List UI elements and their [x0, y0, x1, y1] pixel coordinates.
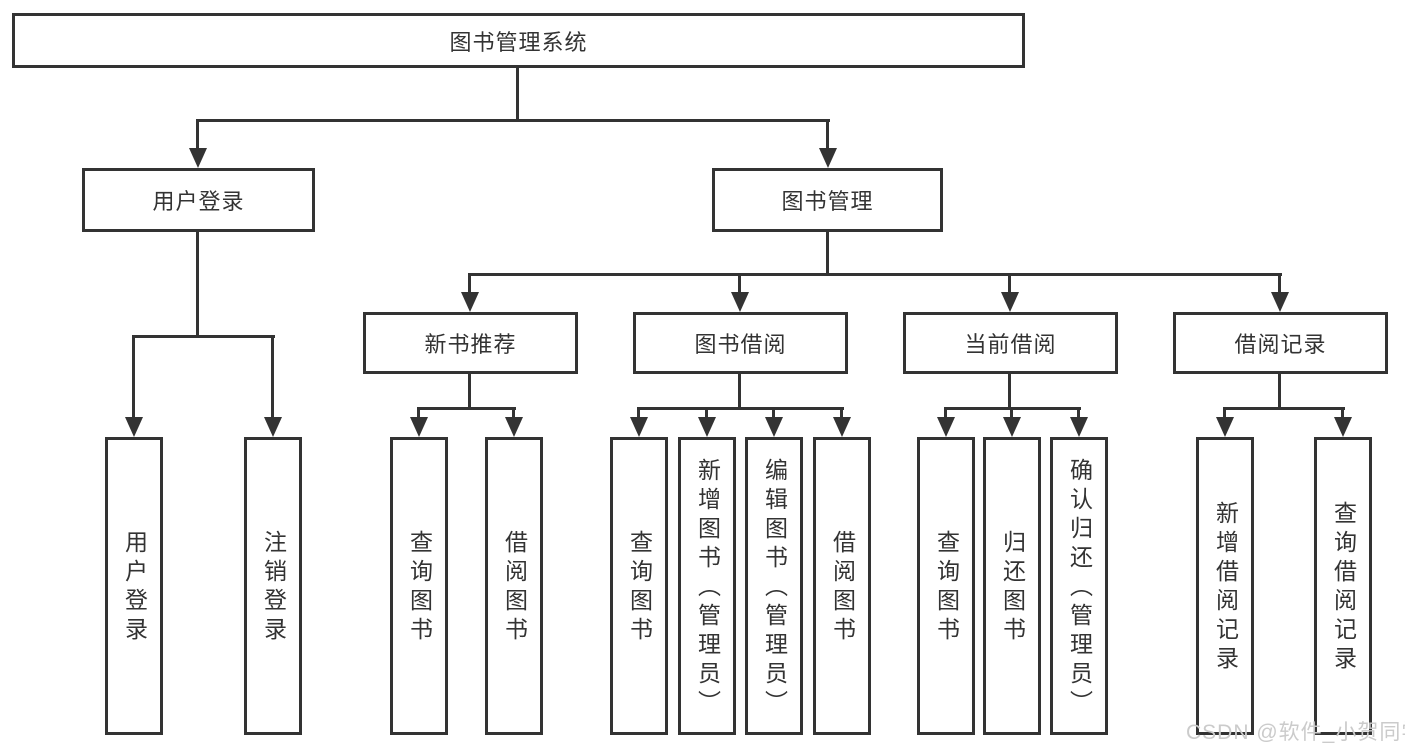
- connector-splitter-line: [417, 407, 516, 410]
- node-current-borrowing: 当前借阅: [903, 312, 1118, 374]
- arrow-down-icon: [698, 417, 716, 437]
- arrow-down-icon: [410, 417, 428, 437]
- connector-parent-line: [196, 231, 199, 338]
- node-book-management-branch: 图书管理: [712, 168, 943, 232]
- connector-child-line: [512, 407, 515, 417]
- connector-child-line: [944, 407, 947, 417]
- csdn-watermark: CSDN @软件_小贺同学: [1186, 721, 1405, 744]
- arrow-down-icon: [1334, 417, 1352, 437]
- connector-parent-line: [738, 373, 741, 410]
- node-leaf-add-books-admin: 新增图书（管理员）: [678, 437, 736, 735]
- arrow-down-icon: [505, 417, 523, 437]
- connector-splitter-line: [637, 407, 844, 410]
- connector-child-line: [196, 119, 199, 148]
- arrow-down-icon: [819, 148, 837, 168]
- node-leaf-return-books: 归还图书: [983, 437, 1041, 735]
- connector-child-line: [271, 335, 274, 417]
- connector-child-line: [1223, 407, 1226, 417]
- connector-child-line: [1077, 407, 1080, 417]
- node-new-book-recommendation: 新书推荐: [363, 312, 578, 374]
- node-leaf-query-books-recommend: 查询图书: [390, 437, 448, 735]
- arrow-down-icon: [937, 417, 955, 437]
- node-leaf-confirm-return-admin: 确认归还（管理员）: [1050, 437, 1108, 735]
- connector-splitter-line: [468, 273, 1282, 276]
- connector-child-line: [417, 407, 420, 417]
- node-leaf-add-borrow-record: 新增借阅记录: [1196, 437, 1254, 735]
- arrow-down-icon: [765, 417, 783, 437]
- connector-child-line: [840, 407, 843, 417]
- node-leaf-logout: 注销登录: [244, 437, 302, 735]
- connector-splitter-line: [132, 335, 275, 338]
- arrow-down-icon: [461, 292, 479, 312]
- arrow-down-icon: [189, 148, 207, 168]
- node-leaf-edit-books-admin: 编辑图书（管理员）: [745, 437, 803, 735]
- connector-parent-line: [1008, 373, 1011, 410]
- node-book-borrowing: 图书借阅: [633, 312, 848, 374]
- connector-child-line: [637, 407, 640, 417]
- node-leaf-user-login: 用户登录: [105, 437, 163, 735]
- connector-parent-line: [516, 67, 519, 122]
- node-borrowing-records: 借阅记录: [1173, 312, 1388, 374]
- connector-child-line: [1278, 273, 1281, 292]
- connector-child-line: [1008, 273, 1011, 292]
- connector-child-line: [705, 407, 708, 417]
- connector-parent-line: [468, 373, 471, 410]
- arrow-down-icon: [833, 417, 851, 437]
- connector-child-line: [738, 273, 741, 292]
- node-leaf-borrow-books-recommend: 借阅图书: [485, 437, 543, 735]
- node-user-login-branch: 用户登录: [82, 168, 315, 232]
- connector-child-line: [826, 119, 829, 148]
- connector-child-line: [468, 273, 471, 292]
- arrow-down-icon: [1216, 417, 1234, 437]
- arrow-down-icon: [731, 292, 749, 312]
- node-leaf-query-books-borrow: 查询图书: [610, 437, 668, 735]
- connector-child-line: [132, 335, 135, 417]
- arrow-down-icon: [264, 417, 282, 437]
- arrow-down-icon: [1001, 292, 1019, 312]
- connector-child-line: [772, 407, 775, 417]
- connector-child-line: [1341, 407, 1344, 417]
- arrow-down-icon: [630, 417, 648, 437]
- arrow-down-icon: [1070, 417, 1088, 437]
- node-library-management-system: 图书管理系统: [12, 13, 1025, 68]
- arrow-down-icon: [1271, 292, 1289, 312]
- connector-splitter-line: [196, 119, 830, 122]
- node-leaf-query-borrow-record: 查询借阅记录: [1314, 437, 1372, 735]
- connector-child-line: [1010, 407, 1013, 417]
- node-leaf-query-books-current: 查询图书: [917, 437, 975, 735]
- node-leaf-borrow-books: 借阅图书: [813, 437, 871, 735]
- connector-parent-line: [826, 231, 829, 276]
- connector-parent-line: [1278, 373, 1281, 410]
- arrow-down-icon: [125, 417, 143, 437]
- arrow-down-icon: [1003, 417, 1021, 437]
- connector-splitter-line: [1223, 407, 1345, 410]
